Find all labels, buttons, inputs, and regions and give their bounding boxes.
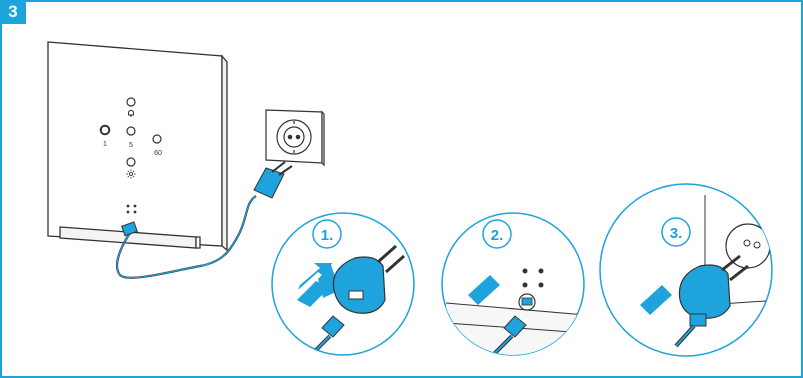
device-port-dots bbox=[126, 204, 137, 214]
detail-3: 3. bbox=[599, 183, 773, 357]
insert-arrow bbox=[298, 263, 332, 290]
button-label-60: 60 bbox=[154, 150, 162, 157]
detail-1-number: 1. bbox=[321, 227, 334, 244]
detail-2: 2. bbox=[441, 212, 585, 356]
power-adapter bbox=[253, 161, 293, 199]
detail-2-number: 2. bbox=[491, 227, 504, 244]
device-button-right bbox=[152, 134, 162, 144]
device-button-top bbox=[126, 97, 136, 107]
device-button-bottom bbox=[126, 157, 136, 167]
button-label-1: 1 bbox=[103, 141, 107, 148]
usb-plug bbox=[121, 221, 138, 237]
device-buttons bbox=[99, 97, 162, 167]
device-panel bbox=[47, 41, 228, 252]
device-button-left bbox=[99, 124, 111, 136]
detail-1: 1. bbox=[271, 212, 415, 356]
sun-icon bbox=[126, 169, 136, 179]
button-label-5: 5 bbox=[129, 142, 133, 149]
device-button-center bbox=[126, 126, 136, 136]
bell-icon bbox=[128, 109, 134, 117]
detail-3-number: 3. bbox=[670, 225, 683, 242]
wall-socket bbox=[265, 109, 325, 167]
step-badge: 3 bbox=[0, 0, 26, 24]
